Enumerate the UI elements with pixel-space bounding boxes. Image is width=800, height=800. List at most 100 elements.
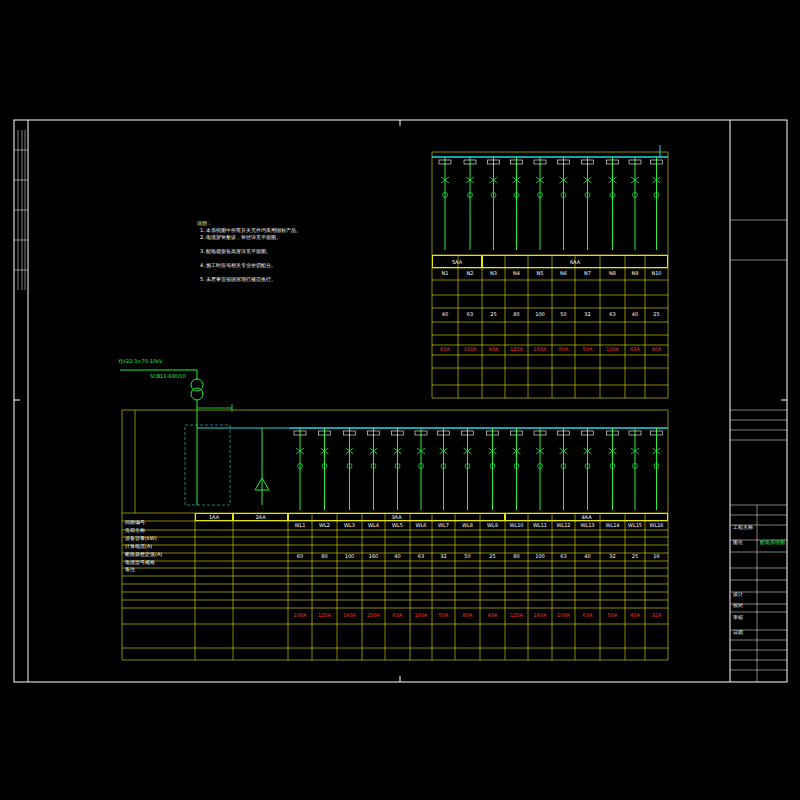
table-cell: 100A (464, 347, 477, 353)
table-cell: 63A (440, 347, 450, 353)
earth-line (197, 408, 232, 409)
table-cell: WL9 (487, 523, 498, 529)
switch-symbol (370, 448, 378, 454)
ct-symbol (538, 193, 543, 198)
feeder-line (492, 428, 493, 510)
ct-symbol (654, 464, 659, 469)
note-text: 1. 本系统图中所有开关元件均采用国标产品。 (200, 228, 301, 234)
cabinet-outline (185, 425, 230, 505)
table-cell: 40 (584, 554, 590, 560)
switch-symbol (631, 448, 639, 454)
table-cell: WL2 (319, 523, 330, 529)
title-block-line (730, 410, 787, 411)
table-cell: WL7 (438, 523, 449, 529)
switch-symbol (653, 177, 661, 183)
switch-symbol (513, 448, 521, 454)
table-rule (575, 255, 576, 398)
title-block-line (730, 515, 787, 516)
table-rule (505, 513, 506, 660)
table-rule (600, 255, 601, 398)
busbar (290, 427, 668, 429)
table-cell: 50A (439, 613, 449, 619)
table-cell: 断路器整定值(A) (125, 552, 162, 558)
table-rule (432, 513, 433, 660)
table-rule (432, 345, 668, 346)
cabinet-cell: 3AA (288, 513, 505, 521)
table-cell: 50 (464, 554, 470, 560)
switch-symbol (560, 448, 568, 454)
title-block-line (730, 650, 787, 651)
table-rule (122, 648, 668, 649)
title-block-line (730, 612, 787, 613)
ct-symbol (468, 193, 473, 198)
table-rule (552, 513, 553, 660)
table-rule (122, 410, 123, 660)
table-rule (528, 255, 529, 398)
table-cell: 40 (442, 312, 448, 318)
table-cell: 63 (560, 554, 566, 560)
switch-symbol (631, 177, 639, 183)
switch-symbol (346, 448, 354, 454)
table-cell: 125A (510, 347, 523, 353)
table-rule (122, 608, 668, 609)
breaker-symbol (607, 431, 619, 435)
ct-symbol (610, 193, 615, 198)
feeder-line (445, 157, 446, 250)
ct-symbol (395, 464, 400, 469)
cabinet-number: 5AA (452, 259, 462, 265)
feeder-line (516, 428, 517, 510)
breaker-symbol (344, 431, 356, 435)
table-cell: 100 (535, 554, 545, 560)
feeder-line (587, 157, 588, 250)
cabinet-cell: 5AA (432, 255, 482, 268)
table-rule (122, 530, 668, 531)
switch-symbol (441, 177, 449, 183)
switch-symbol (321, 448, 329, 454)
title-block-line (730, 670, 787, 671)
main-line (197, 400, 198, 505)
transformer-symbol (191, 388, 203, 400)
center-mark (14, 400, 20, 401)
table-cell: 25 (489, 554, 495, 560)
breaker-symbol (607, 160, 619, 164)
title-block-line (730, 220, 787, 221)
switch-symbol (631, 448, 639, 454)
feeder-line (493, 157, 494, 250)
breaker-symbol (439, 160, 451, 164)
table-cell: 50 (560, 312, 566, 318)
switch-symbol (536, 177, 544, 183)
switch-symbol (513, 448, 521, 454)
table-rule (600, 513, 601, 660)
switch-symbol (536, 448, 544, 454)
table-rule (122, 537, 668, 538)
switch-symbol (370, 448, 378, 454)
table-rule (385, 513, 386, 660)
table-cell: N4 (513, 271, 520, 277)
ct-symbol (465, 464, 470, 469)
table-cell: 100 (535, 312, 545, 318)
ct-symbol (585, 464, 590, 469)
table-rule (122, 568, 668, 569)
feeder-line (635, 428, 636, 510)
table-cell: 回路编号 (125, 520, 145, 526)
table-cell: 80 (513, 312, 519, 318)
cabinet-cell: 6AA (482, 255, 668, 268)
table-rule (505, 255, 506, 398)
table-cell: 40A (652, 347, 662, 353)
table-cell: 25 (653, 312, 659, 318)
table-cell: 100A (415, 613, 428, 619)
table-cell: 40 (394, 554, 400, 560)
table-rule (122, 660, 668, 661)
feeder-line (540, 157, 541, 250)
table-rule (233, 513, 234, 660)
breaker-symbol (629, 160, 641, 164)
table-cell: WL6 (416, 523, 427, 529)
table-cell: 63A (630, 347, 640, 353)
switch-symbol (464, 448, 472, 454)
switch-symbol (609, 448, 617, 454)
busbar (660, 145, 661, 157)
table-cell: WL1 (295, 523, 306, 529)
table-rule (410, 513, 411, 660)
busbar (197, 428, 290, 429)
